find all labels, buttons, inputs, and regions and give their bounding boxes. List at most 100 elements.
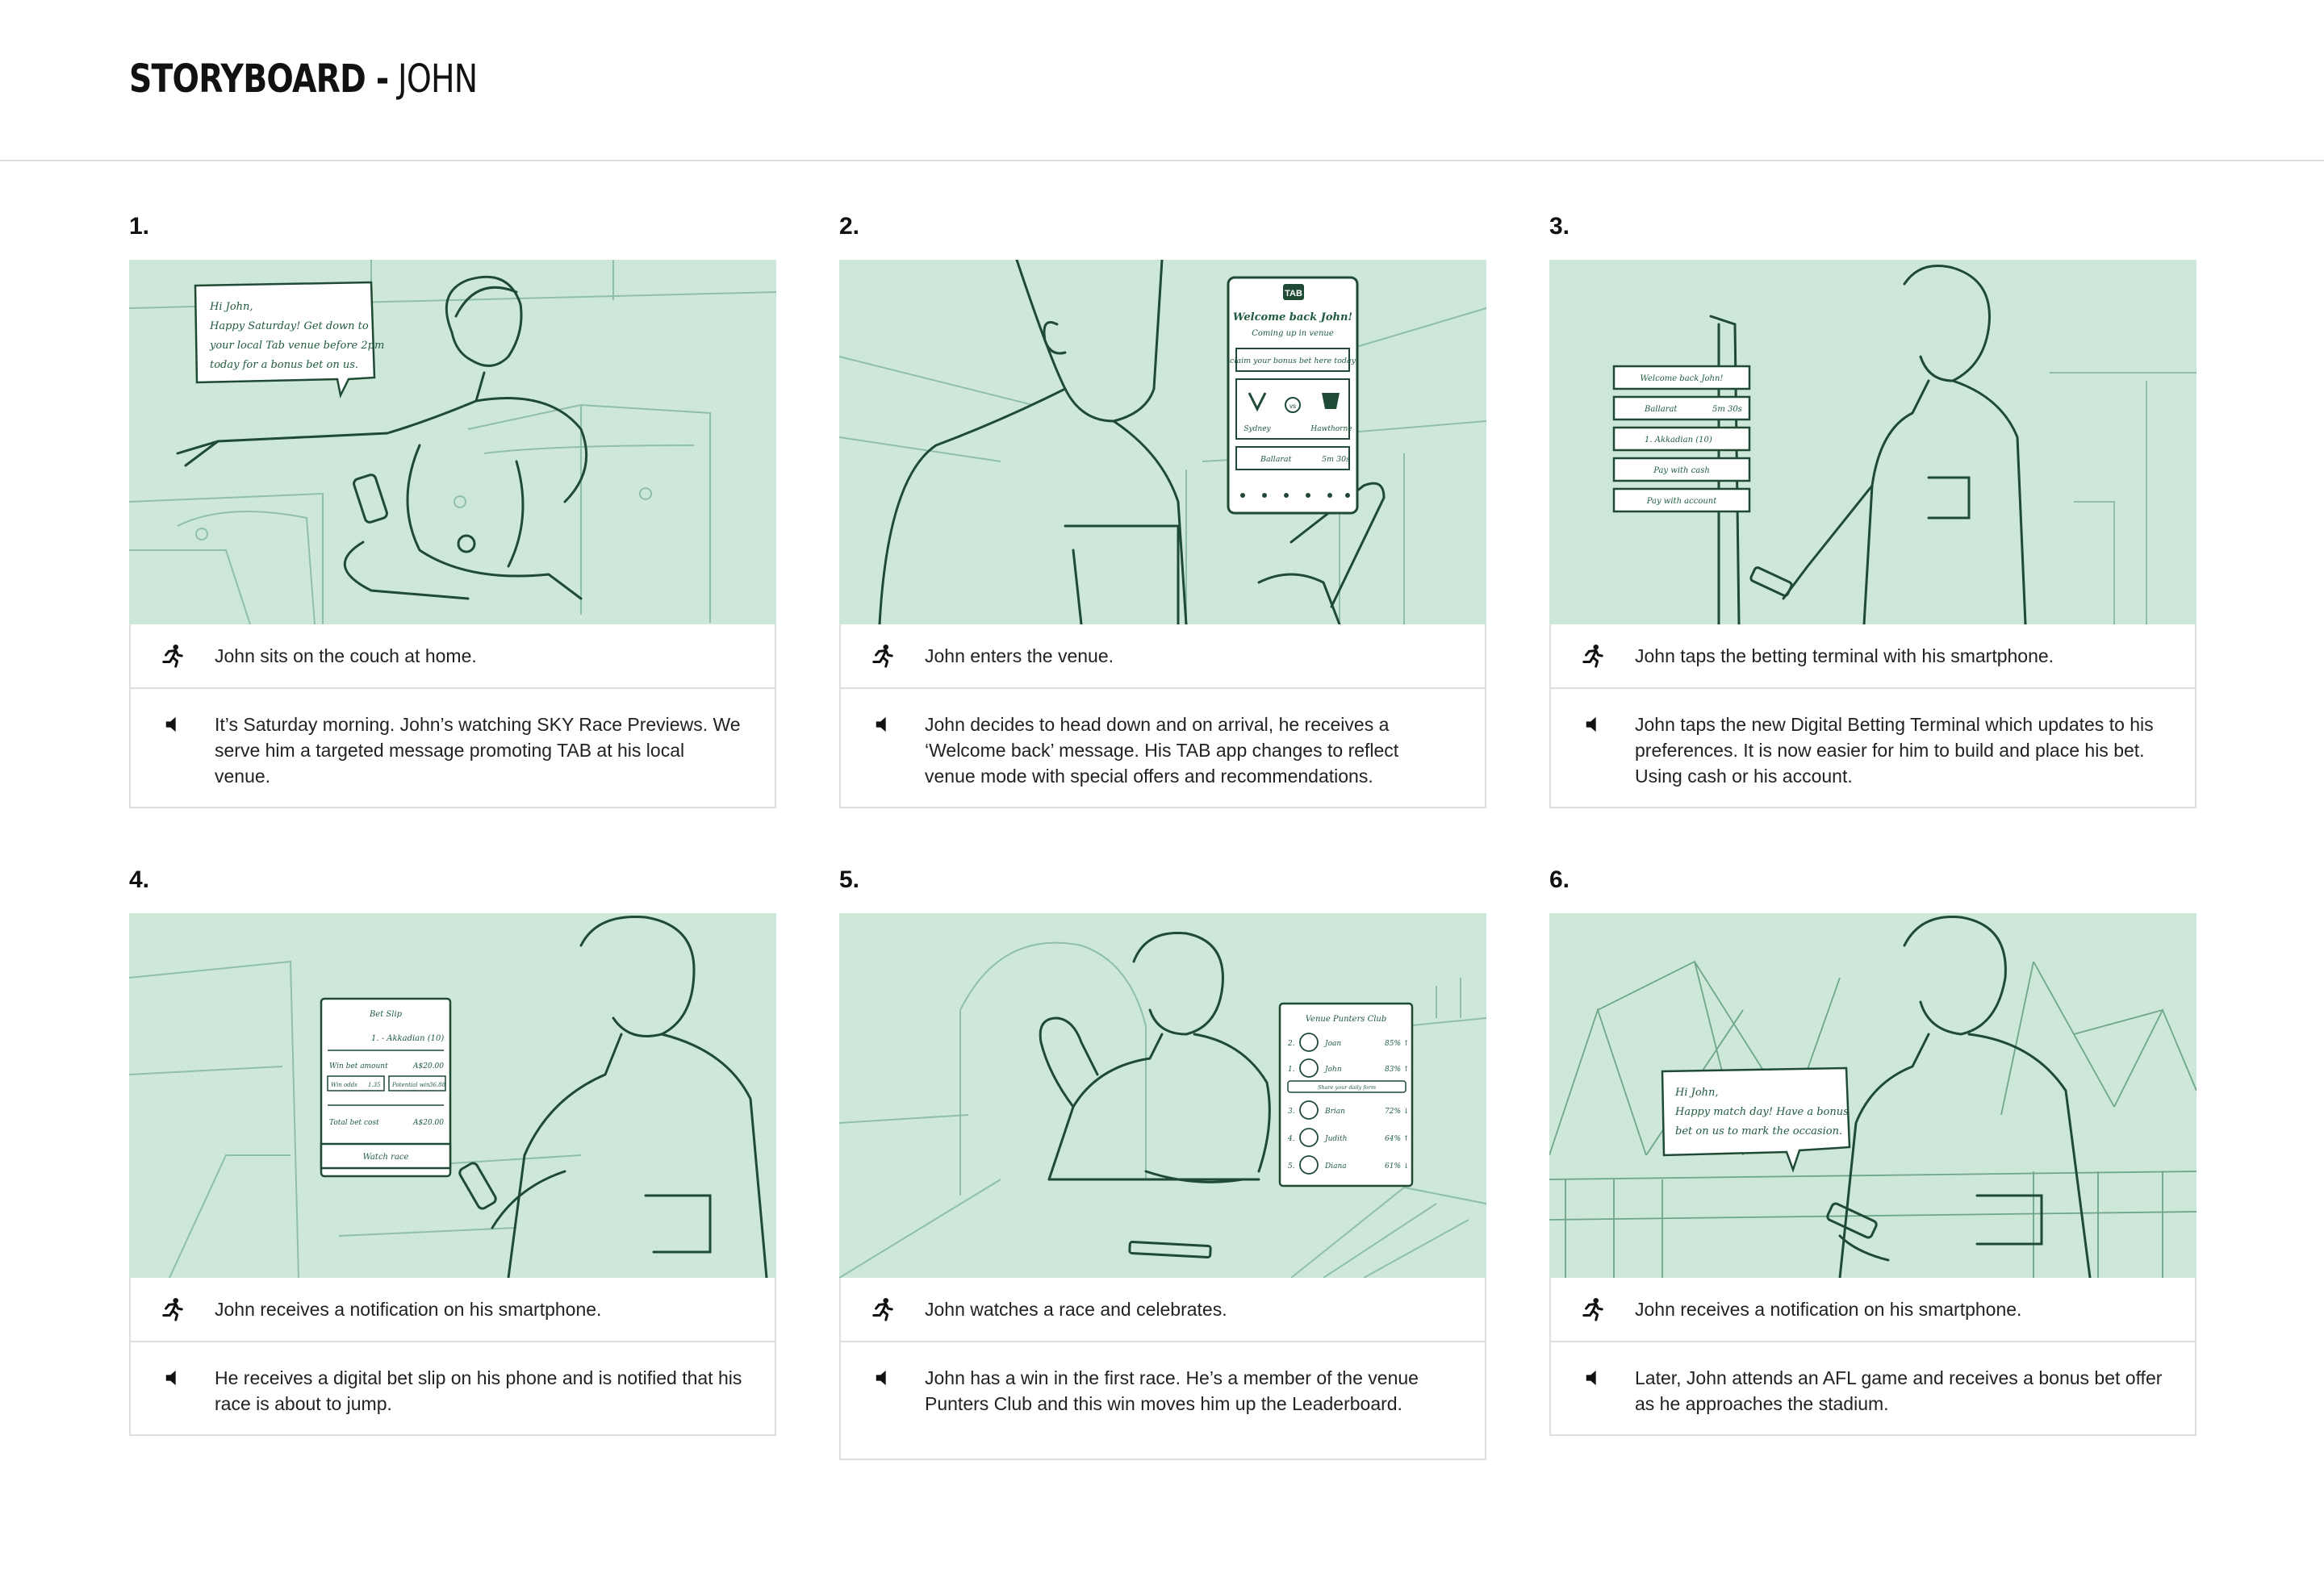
rank: 3. <box>1288 1108 1295 1116</box>
share-form-label: Share your daily form <box>1318 1084 1376 1091</box>
storyboard-panel-2: 2. TAB Welcome back John <box>839 213 1486 808</box>
speaker-icon <box>874 1368 892 1388</box>
team-b: Hawthorne <box>1310 425 1352 433</box>
storyboard-panel-3: 3. Welcome back John! Ballarat 5m <box>1549 213 2197 808</box>
leaderboard-row: 3. Brian 72% ↓ <box>1288 1100 1409 1120</box>
rank: 5. <box>1288 1162 1295 1171</box>
rank: 4. <box>1287 1135 1295 1143</box>
watch-race-button[interactable] <box>320 1142 452 1170</box>
punter-name: Brian <box>1324 1108 1345 1116</box>
running-person-icon <box>871 644 895 668</box>
running-person-icon <box>161 1297 185 1321</box>
storyboard-panel-1: 1. <box>129 213 776 808</box>
scene-illustration-celebrate: Venue Punters Club 2. Joan 85% ↑ 1. John… <box>839 913 1486 1278</box>
bubble-line: today for a bonus bet on us. <box>210 359 358 371</box>
voiceover-row: John decides to head down and on arrival… <box>841 689 1485 807</box>
scene-illustration-stadium: Hi John, Happy match day! Have a bonus b… <box>1549 913 2197 1278</box>
storyboard-panel-5: 5. Venue Punters Club <box>839 866 1486 1460</box>
terminal-runner: 1. Akkadian (10) <box>1645 436 1712 444</box>
team-a: Sydney <box>1244 425 1271 433</box>
punter-score: 61% ↓ <box>1385 1162 1409 1171</box>
speaker-icon <box>1584 715 1602 734</box>
win-bet-label: Win bet amount <box>329 1062 388 1071</box>
terminal-runner-button[interactable] <box>1612 426 1751 452</box>
rank: 1. <box>1288 1066 1295 1074</box>
vs-label: vs <box>1289 403 1296 410</box>
panel-number: 6. <box>1549 866 1570 893</box>
win-odds-value: 1.35 <box>368 1082 381 1088</box>
bubble-line: bet on us to mark the occasion. <box>1675 1125 1842 1137</box>
running-person-icon <box>1581 1297 1605 1321</box>
punter-score: 85% ↑ <box>1385 1040 1409 1048</box>
scene-illustration-betslip: Bet Slip 1. - Akkadian (10) Win bet amou… <box>129 913 776 1278</box>
running-person-icon <box>1581 644 1605 668</box>
action-text: John receives a notification on his smar… <box>215 1299 602 1320</box>
voiceover-text: It’s Saturday morning. John’s watching S… <box>215 714 741 787</box>
voiceover-text: He receives a digital bet slip on his ph… <box>215 1367 742 1414</box>
potential-win-label: Potential win <box>391 1082 430 1088</box>
terminal-race-name: Ballarat <box>1644 405 1678 414</box>
punter-name: Judith <box>1323 1135 1347 1143</box>
leaderboard-row: 5. Diana 61% ↓ <box>1288 1155 1409 1175</box>
avatar <box>1299 1033 1319 1052</box>
terminal-race-button[interactable] <box>1612 395 1751 421</box>
bubble-line: Hi John, <box>209 301 253 313</box>
punter-score: 64% ↑ <box>1385 1135 1409 1143</box>
storyboard-panel-4: 4. Bet Slip 1. - Akkadian (10) Win bet a… <box>129 866 776 1436</box>
avatar <box>1299 1100 1319 1120</box>
action-row: John receives a notification on his smar… <box>131 1278 775 1342</box>
action-row: John enters the venue. <box>841 624 1485 689</box>
tab-logo: TAB <box>1285 289 1302 298</box>
voiceover-text: John taps the new Digital Betting Termin… <box>1635 714 2154 787</box>
punter-name: John <box>1323 1066 1342 1074</box>
pay-account-button[interactable] <box>1612 487 1751 513</box>
scene-illustration-venue: TAB Welcome back John! Coming up in venu… <box>839 260 1486 624</box>
voiceover-text: John decides to head down and on arrival… <box>925 714 1399 787</box>
voiceover-row: Later, John attends an AFL game and rece… <box>1551 1342 2195 1434</box>
leaderboard-row: 1. John 83% ↑ <box>1288 1058 1409 1078</box>
pay-cash-button[interactable] <box>1612 457 1751 482</box>
phone-title: Welcome back John! <box>1233 311 1352 323</box>
storyboard-panel-6: 6. Hi John, Happy match <box>1549 866 2197 1436</box>
betslip-runner: 1. - Akkadian (10) <box>371 1034 444 1043</box>
potential-win-value: 36.88 <box>429 1082 446 1088</box>
leaderboard-row: 2. Joan 85% ↑ <box>1287 1033 1409 1052</box>
speaker-icon <box>1584 1368 1602 1388</box>
running-person-icon <box>161 644 185 668</box>
panel-number: 3. <box>1549 213 1570 240</box>
action-row: John sits on the couch at home. <box>131 624 775 689</box>
running-person-icon <box>871 1297 895 1321</box>
speaker-icon <box>874 715 892 734</box>
speaker-icon <box>164 1368 182 1388</box>
voiceover-row: John taps the new Digital Betting Termin… <box>1551 689 2195 807</box>
punter-score: 83% ↑ <box>1385 1066 1409 1074</box>
avatar <box>1299 1128 1319 1147</box>
share-form-button[interactable] <box>1287 1080 1407 1093</box>
scene-illustration-couch: Hi John, Happy Saturday! Get down to you… <box>129 260 776 624</box>
panel-number: 4. <box>129 866 150 893</box>
voiceover-row: He receives a digital bet slip on his ph… <box>131 1342 775 1434</box>
terminal-welcome: Welcome back John! <box>1641 374 1724 383</box>
leaderboard-row: 4. Judith 64% ↑ <box>1287 1128 1409 1147</box>
punter-name: Diana <box>1324 1162 1347 1171</box>
leaderboard-title: Venue Punters Club <box>1306 1015 1387 1024</box>
punter-score: 72% ↓ <box>1385 1108 1409 1116</box>
speaker-icon <box>164 715 182 734</box>
title-bold: STORYBOARD - <box>129 56 389 102</box>
win-bet-value: A$20.00 <box>412 1062 444 1071</box>
scene-illustration-terminal: Welcome back John! Ballarat 5m 30s 1. Ak… <box>1549 260 2197 624</box>
bubble-line: Happy Saturday! Get down to <box>209 320 369 332</box>
punter-name: Joan <box>1323 1040 1341 1048</box>
panel-number: 5. <box>839 866 860 893</box>
title-name: JOHN <box>398 56 478 102</box>
bubble-line: Hi John, <box>1674 1087 1719 1099</box>
betslip-title: Bet Slip <box>369 1010 403 1019</box>
voiceover-row: It’s Saturday morning. John’s watching S… <box>131 689 775 807</box>
bubble-line: Happy match day! Have a bonus <box>1674 1106 1849 1118</box>
bubble-line: your local Tab venue before 2pm <box>209 340 384 352</box>
action-text: John watches a race and celebrates. <box>925 1299 1227 1320</box>
page-header: STORYBOARD - JOHN <box>0 0 2324 161</box>
action-text: John sits on the couch at home. <box>215 645 477 666</box>
claim-bonus-link[interactable]: claim your bonus bet here today <box>1230 357 1356 365</box>
voiceover-row: John has a win in the first race. He’s a… <box>841 1342 1485 1459</box>
